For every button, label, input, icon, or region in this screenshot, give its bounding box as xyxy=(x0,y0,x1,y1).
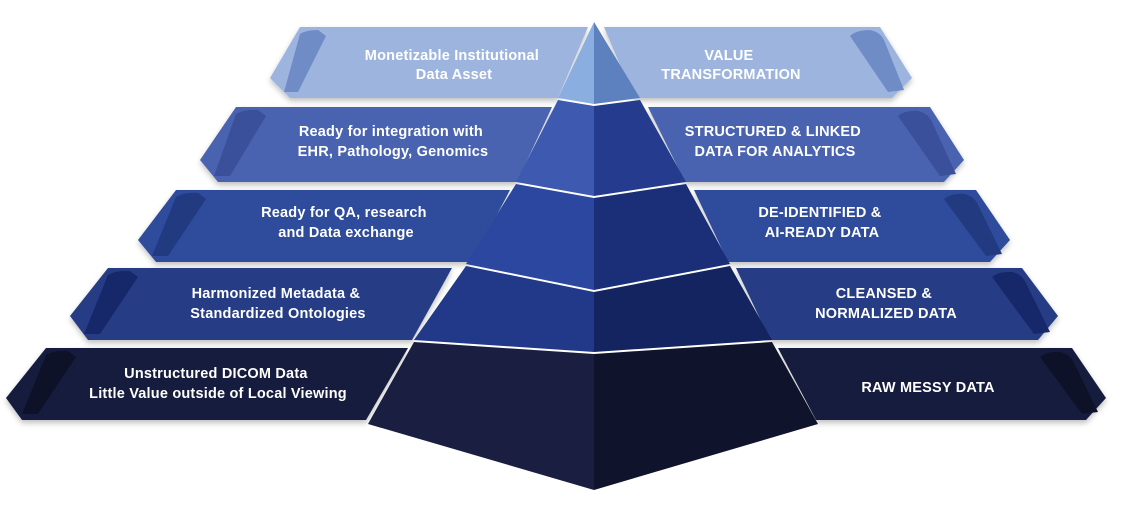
level-5-left-text: Unstructured DICOM Data Little Value out… xyxy=(89,366,347,402)
level-4: Harmonized Metadata & Standardized Ontol… xyxy=(70,266,1058,352)
level-3-pyramid-right-face xyxy=(594,184,730,290)
level-5-right-band xyxy=(778,348,1106,420)
level-5-left-line-2: Little Value outside of Local Viewing xyxy=(89,386,347,402)
level-4-left-line-2: Standardized Ontologies xyxy=(190,306,365,322)
level-2-right-text: STRUCTURED & LINKED DATA FOR ANALYTICS xyxy=(685,124,865,160)
level-2-right-band xyxy=(648,107,964,182)
level-4-pyramid-left-face xyxy=(414,266,594,352)
level-5-right-text: RAW MESSY DATA xyxy=(861,380,995,396)
level-3-pyramid-left-face xyxy=(466,184,594,290)
level-3-right-band xyxy=(694,190,1010,262)
level-5-right-tab xyxy=(1040,351,1098,414)
level-4-pyramid-right-face xyxy=(594,266,772,352)
level-2-right-tab xyxy=(898,110,956,176)
level-2-right-line-1: STRUCTURED & LINKED xyxy=(685,124,861,140)
level-5-pyramid-left-face xyxy=(368,342,594,490)
level-1-right-band xyxy=(604,27,912,98)
level-4-left-band xyxy=(70,268,452,340)
level-5-left-tab xyxy=(22,350,76,414)
level-4-right-band xyxy=(736,268,1058,340)
level-1-right-line-2: TRANSFORMATION xyxy=(661,67,800,83)
level-2-left-line-1: Ready for integration with xyxy=(299,124,483,140)
level-1-left-text: Monetizable Institutional Data Asset xyxy=(365,48,543,83)
level-2-pyramid-right-face xyxy=(594,100,686,196)
level-3-right-tab xyxy=(944,193,1002,256)
level-3: Ready for QA, research and Data exchange… xyxy=(138,184,1010,290)
level-2: Ready for integration with EHR, Patholog… xyxy=(200,100,964,196)
level-3-left-band xyxy=(138,190,510,262)
level-5-right-line-1: RAW MESSY DATA xyxy=(861,380,995,396)
level-1-pyramid-right-face xyxy=(594,22,640,104)
level-2-pyramid-left-face xyxy=(516,100,594,196)
level-1-right-line-1: VALUE xyxy=(704,48,753,64)
level-4-left-line-1: Harmonized Metadata & xyxy=(192,286,361,302)
level-4-left-tab xyxy=(84,270,138,334)
level-1-left-tab xyxy=(284,30,326,92)
level-3-left-text: Ready for QA, research and Data exchange xyxy=(261,205,431,241)
level-5: Unstructured DICOM Data Little Value out… xyxy=(6,342,1106,490)
level-3-right-text: DE-IDENTIFIED & AI-READY DATA xyxy=(758,205,885,241)
level-3-left-tab xyxy=(152,192,206,256)
level-2-left-text: Ready for integration with EHR, Patholog… xyxy=(298,124,489,160)
level-2-left-tab xyxy=(214,109,266,176)
level-3-right-line-1: DE-IDENTIFIED & xyxy=(758,205,881,221)
level-5-pyramid-right-face xyxy=(594,342,818,490)
level-1-left-band xyxy=(270,27,588,98)
level-4-right-tab xyxy=(992,271,1050,334)
level-2-left-line-2: EHR, Pathology, Genomics xyxy=(298,144,489,160)
level-5-left-line-1: Unstructured DICOM Data xyxy=(124,366,308,382)
level-1-right-text: VALUE TRANSFORMATION xyxy=(661,48,800,83)
level-4-right-text: CLEANSED & NORMALIZED DATA xyxy=(815,286,957,322)
level-1-right-tab xyxy=(850,30,904,92)
level-1-left-line-1: Monetizable Institutional xyxy=(365,48,539,64)
level-1-left-line-2: Data Asset xyxy=(416,67,492,83)
level-3-left-line-1: Ready for QA, research xyxy=(261,205,427,221)
level-3-right-line-2: AI-READY DATA xyxy=(765,225,880,241)
level-5-left-band xyxy=(6,348,408,420)
level-2-left-band xyxy=(200,107,552,182)
level-1-pyramid-left-face xyxy=(558,22,594,104)
level-4-left-text: Harmonized Metadata & Standardized Ontol… xyxy=(190,286,365,322)
level-4-right-line-1: CLEANSED & xyxy=(836,286,933,302)
level-1: Monetizable Institutional Data Asset VAL… xyxy=(270,22,912,104)
level-3-left-line-2: and Data exchange xyxy=(278,225,414,241)
level-2-right-line-2: DATA FOR ANALYTICS xyxy=(695,144,856,160)
level-4-right-line-2: NORMALIZED DATA xyxy=(815,306,957,322)
